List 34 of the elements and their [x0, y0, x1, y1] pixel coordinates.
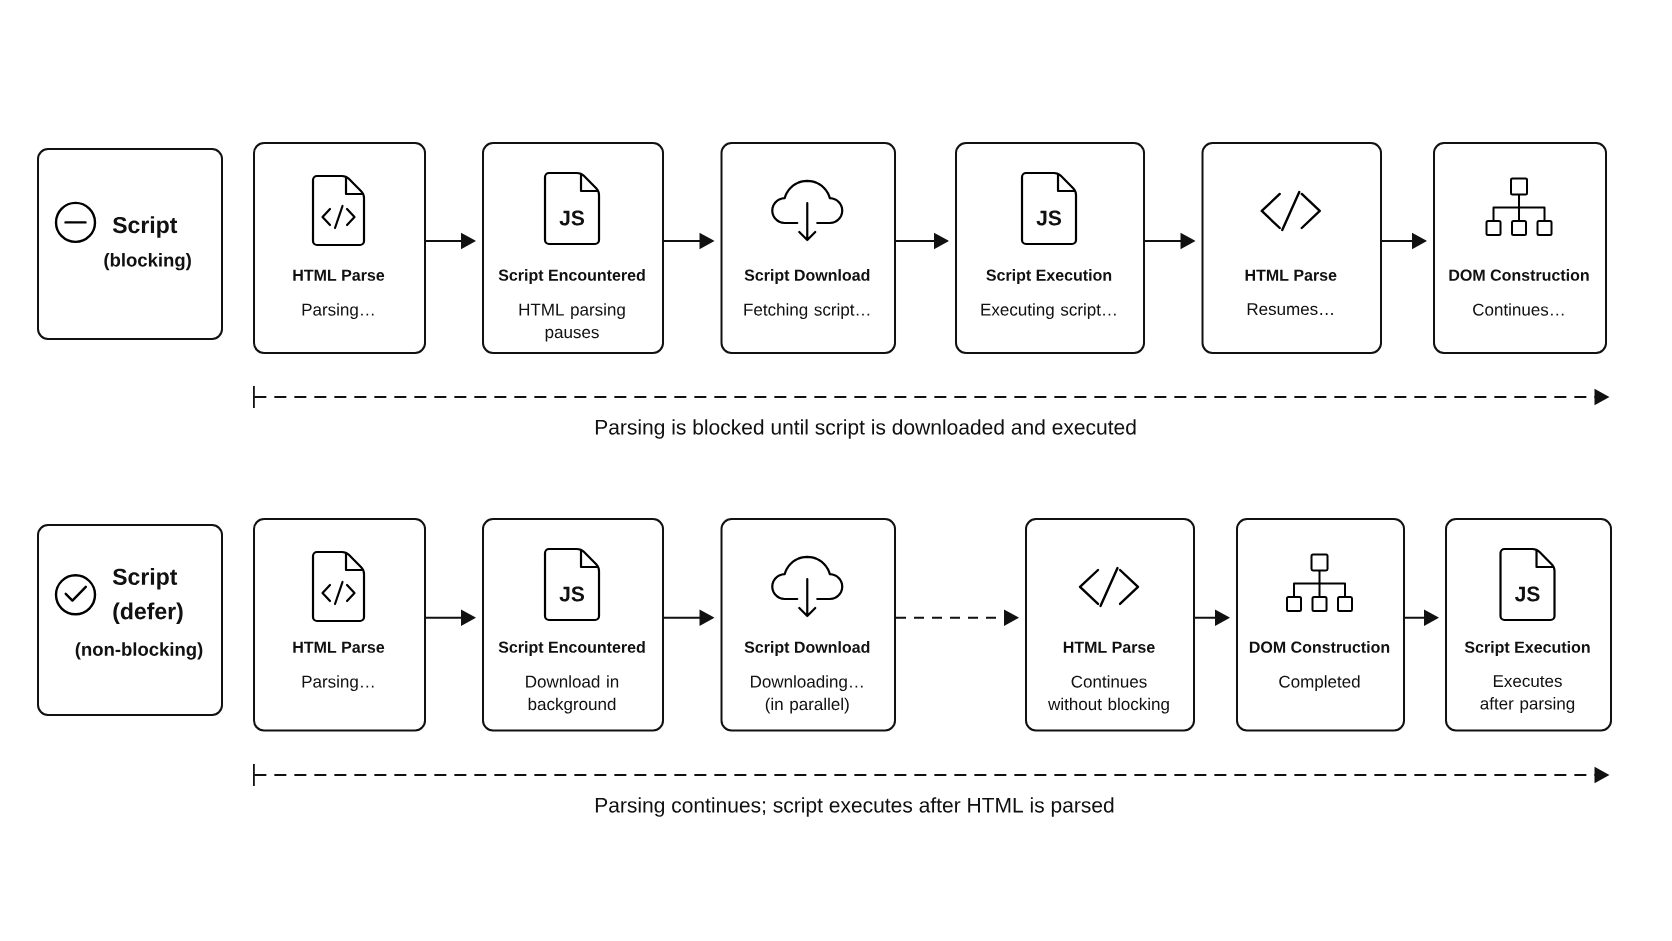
timeline-caption: Parsing is blocked until script is downloaded and executed	[595, 419, 1136, 439]
step-note: Executes after parsing	[1480, 675, 1575, 713]
file-type-label: JS	[559, 586, 585, 602]
timeline-caption: Parsing continues; script executes after HTML is parsed	[595, 797, 1114, 817]
step-title: Script Execution	[1464, 641, 1590, 656]
step-title: Script Execution	[986, 269, 1112, 284]
step-title: Script Encountered	[498, 641, 645, 656]
file-type-label: JS	[559, 210, 585, 226]
step-title: DOM Construction	[1249, 641, 1390, 653]
step-note: Parsing…	[302, 303, 374, 320]
step-title: Script Encountered	[498, 269, 645, 284]
step-title: HTML Parse	[293, 641, 385, 653]
step-title: HTML Parse	[293, 269, 385, 281]
step-title: Script Download	[744, 641, 870, 656]
file-type-label: JS	[1515, 586, 1540, 602]
file-type-label: JS	[1036, 210, 1062, 226]
step-title: HTML Parse	[1245, 269, 1337, 281]
row-subtitle: (non-blocking)	[75, 642, 203, 660]
step-note: Executing script…	[981, 303, 1116, 320]
step-note: Resumes…	[1247, 303, 1333, 316]
step-note: Fetching script…	[744, 303, 870, 320]
step-title: HTML Parse	[1063, 641, 1155, 653]
step-note: Completed	[1279, 675, 1360, 692]
step-note: Downloading… (in parallel)	[751, 675, 863, 714]
step-title: DOM Construction	[1449, 269, 1589, 281]
step-note: HTML parsing pauses	[519, 303, 625, 342]
row-title: Script	[112, 216, 178, 238]
step-title: Script Download	[744, 269, 870, 284]
step-note: Continues without blocking	[1048, 675, 1169, 714]
step-note: Download in background	[526, 675, 619, 714]
row-title: Script (defer)	[112, 568, 183, 624]
step-note: Continues…	[1473, 303, 1564, 316]
step-note: Parsing…	[302, 675, 374, 692]
row-subtitle: (blocking)	[104, 253, 191, 271]
